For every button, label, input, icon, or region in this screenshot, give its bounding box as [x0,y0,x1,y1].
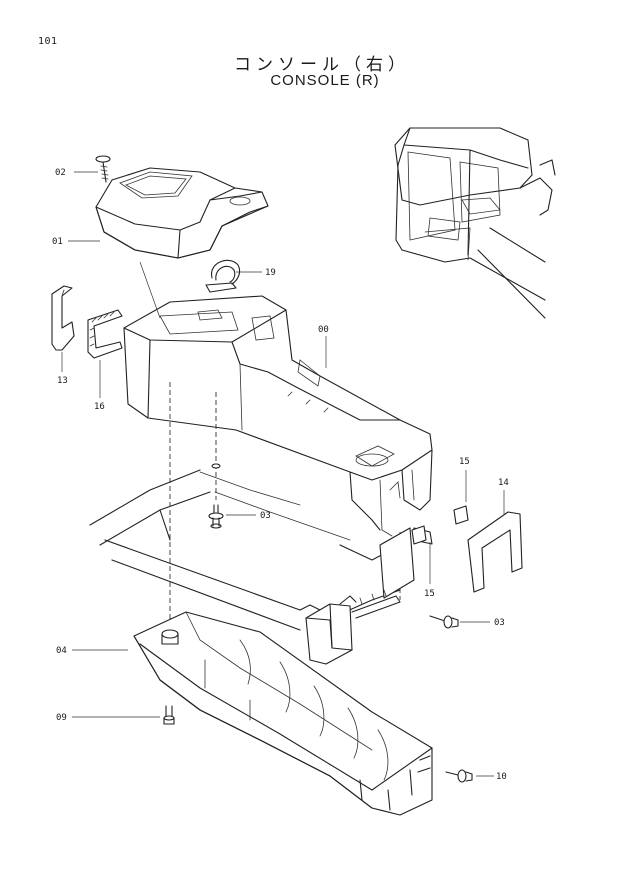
cab-inset-illustration [394,127,556,319]
title-english: CONSOLE (R) [270,72,380,89]
part-label-09: 09 [56,713,67,723]
console-body-00-illustration [123,295,433,537]
seal-strip-16-illustration [87,309,123,359]
part-label-02: 02 [55,168,66,178]
part-label-03-upper: 03 [260,511,271,521]
under-cover-04-illustration [133,611,433,816]
bracket-13-illustration [51,285,75,351]
pad-15-upper-illustration [453,505,469,525]
hinge-mechanism-illustration [305,589,401,665]
u-seal-14-illustration [467,511,523,593]
title-japanese: コンソール（右） [234,55,410,75]
leader-lines [61,171,505,777]
part-label-10: 10 [496,772,507,782]
screw-02-illustration [95,155,111,183]
part-label-13: 13 [57,376,68,386]
bolt-09-illustration [163,705,175,725]
part-label-15-upper: 15 [459,457,470,467]
pad-15-lower-illustration [411,525,427,545]
clamp-19-illustration [205,259,241,293]
bolt-03-lower-illustration [429,615,459,629]
bolt-03-upper-illustration [208,463,224,529]
page-number: 101 [38,36,58,47]
console-cover-01-illustration [95,167,269,259]
part-label-15-lower: 15 [424,589,435,599]
part-label-16: 16 [94,402,105,412]
part-label-01: 01 [52,237,63,247]
floor-frame-illustration [89,469,401,631]
leader-01-to-body [139,261,161,319]
part-label-00: 00 [318,325,329,335]
part-label-04: 04 [56,646,67,656]
part-label-19: 19 [265,268,276,278]
part-label-03-lower: 03 [494,618,505,628]
part-label-14: 14 [498,478,509,488]
bolt-10-illustration [445,769,473,783]
